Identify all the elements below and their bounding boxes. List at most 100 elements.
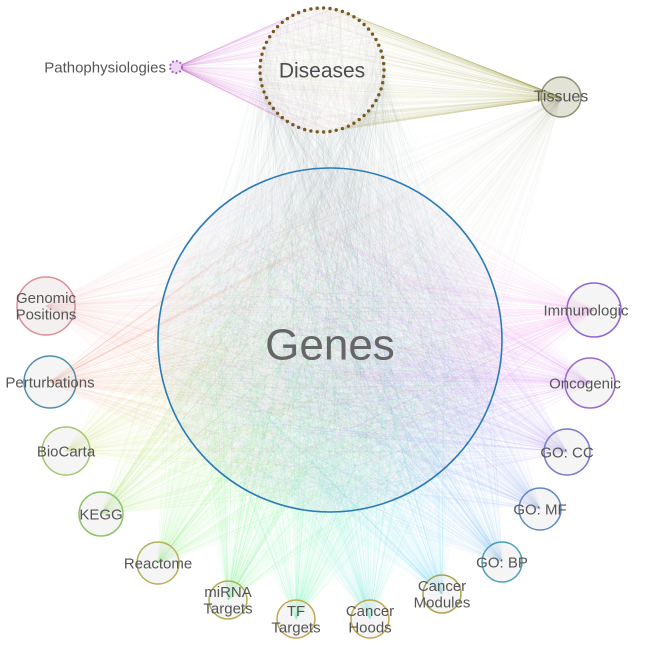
node-genomic_positions[interactable]: [16, 276, 76, 336]
label-go_bp: GO: BP: [476, 554, 528, 571]
diseases-rim-dot: [379, 87, 383, 91]
edge-bundle-kegg-genes: [100, 181, 492, 515]
node-cancer_modules[interactable]: [422, 574, 462, 614]
edge-bundle-cancer_hoods-genes: [164, 178, 492, 620]
diseases-rim-dot: [362, 113, 366, 118]
diseases-rim-dot: [352, 121, 356, 125]
diseases-rim-dot: [366, 27, 371, 31]
edge-bundle-genomic_positions-genes: [45, 174, 489, 504]
diseases-rim-dot: [377, 93, 381, 97]
node-go_bp[interactable]: [481, 541, 523, 583]
node-kegg[interactable]: [78, 491, 124, 537]
label-pathophysiologies: Pathophysiologies: [44, 59, 166, 76]
diseases-rim-dot: [346, 12, 350, 16]
label-diseases: Diseases: [279, 59, 365, 82]
edge-bundle-biocarta-genes: [65, 179, 492, 502]
diseases-rim-dot: [366, 109, 371, 113]
diseases-rim-dot: [280, 20, 284, 25]
diseases-rim-dot: [357, 117, 361, 122]
edge-bundle-pathophysiologies-diseases: [175, 7, 385, 133]
diseases-rim-dot: [381, 81, 385, 85]
diseases-rim-dot: [268, 35, 272, 39]
diseases-rim-dot: [382, 61, 386, 66]
node-immunologic[interactable]: [566, 282, 622, 338]
diseases-rim-dot: [382, 68, 386, 72]
diseases-rim-dot: [296, 125, 301, 130]
labels: Genes Diseases PathophysiologiesTissuesGen…: [5, 59, 629, 636]
diseases-rim-dot: [262, 90, 266, 94]
label-reactome: Reactome: [124, 555, 192, 572]
diseases-rim-dot: [268, 101, 272, 106]
diseases-rim-dot: [315, 6, 319, 10]
diseases-rim-dot: [259, 77, 263, 82]
node-oncogenic[interactable]: [564, 357, 616, 409]
node-biocarta[interactable]: [41, 426, 91, 476]
edge-bundle-oncogenic-genes: [177, 187, 591, 506]
diseases-rim-dot: [309, 129, 313, 133]
label-go_cc: GO: CC: [540, 444, 594, 461]
label-biocarta: BioCarta: [37, 443, 96, 460]
edge-bundle-reactome-genes: [157, 177, 493, 564]
label-oncogenic: Oncogenic: [549, 375, 621, 392]
diseases-rim-dot: [340, 9, 345, 14]
diseases-rim-dot: [321, 130, 326, 134]
nodes: [16, 6, 622, 639]
diseases-rim-dot: [340, 126, 345, 131]
diseases-rim-dot: [262, 46, 266, 50]
diseases-rim-dot: [334, 8, 338, 12]
diseases-rim-dot: [291, 13, 295, 17]
diseases-rim-dot: [260, 52, 264, 56]
edge-bundle-tf_targets-genes: [169, 175, 490, 620]
diseases-rim-dot: [357, 18, 361, 23]
node-genes[interactable]: [157, 167, 503, 513]
diseases-rim-dot: [258, 71, 262, 75]
label-perturbations: Perturbations: [5, 374, 94, 391]
node-tf_targets[interactable]: [276, 599, 316, 639]
node-pathophysiologies[interactable]: [169, 60, 183, 74]
node-perturbations[interactable]: [23, 355, 77, 409]
diseases-rim-dot: [328, 129, 332, 134]
label-tissues: Tissues: [534, 89, 589, 106]
label-go_mf: GO: MF: [513, 501, 566, 518]
diseases-rim-dot: [259, 58, 263, 63]
diseases-rim-dot: [271, 29, 276, 34]
diseases-rim-dot: [285, 16, 290, 21]
diseases-rim-dot: [315, 130, 319, 134]
node-mirna_targets[interactable]: [208, 580, 248, 620]
diseases-rim-dot: [275, 25, 280, 29]
diseases-rim-dot: [334, 128, 338, 132]
diseases-rim-dot: [374, 37, 378, 42]
diseases-rim-dot: [370, 32, 375, 36]
diseases-rim-dot: [328, 6, 332, 11]
diseases-rim-dot: [374, 98, 378, 103]
node-cancer_hoods[interactable]: [350, 599, 390, 639]
diseases-rim-dot: [309, 7, 313, 11]
node-go_cc[interactable]: [543, 428, 591, 476]
label-genes: Genes: [265, 320, 395, 369]
diseases-rim-dot: [303, 127, 307, 132]
node-diseases[interactable]: [258, 6, 386, 134]
diseases-rim-dot: [381, 55, 385, 59]
diseases-rim-dot: [271, 106, 276, 111]
diseases-rim-dot: [346, 124, 350, 128]
node-reactome[interactable]: [136, 541, 180, 585]
diseases-rim-dot: [296, 10, 301, 15]
label-immunologic: Immunologic: [543, 302, 629, 319]
diseases-rim-dot: [258, 65, 262, 69]
node-go_mf[interactable]: [518, 487, 562, 531]
diseases-rim-dot: [370, 104, 375, 108]
diseases-rim-dot: [291, 123, 295, 127]
edge-bundle-cancer_modules-genes: [163, 182, 491, 595]
diseases-rim-dot: [321, 6, 326, 10]
diseases-rim-dot: [275, 111, 280, 116]
diseases-rim-dot: [362, 22, 366, 27]
diseases-rim-dot: [379, 49, 383, 53]
label-kegg: KEGG: [79, 506, 122, 523]
node-tissues[interactable]: [540, 76, 582, 118]
